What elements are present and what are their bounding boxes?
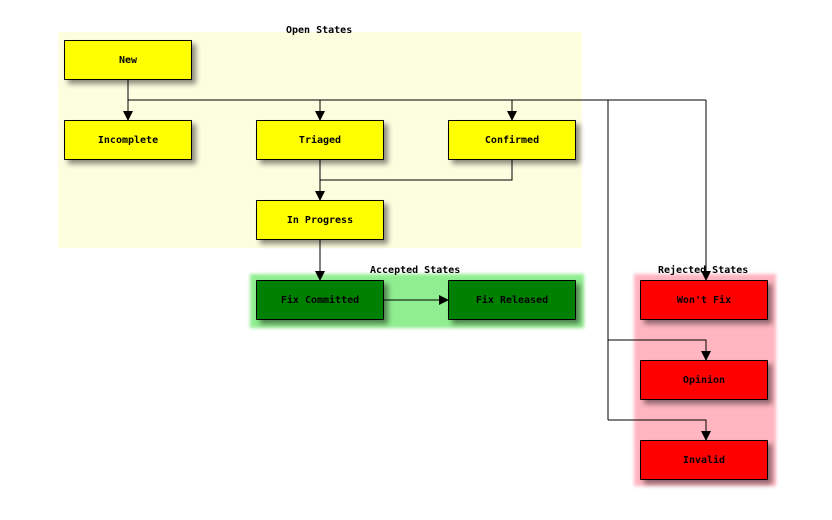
node-invalid: Invalid (640, 440, 768, 480)
open-states-label: Open States (286, 25, 353, 36)
node-triaged: Triaged (256, 120, 384, 160)
rejected-states-label: Rejected States (658, 265, 749, 276)
node-confirmed: Confirmed (448, 120, 576, 160)
edge-new-invalid (608, 419, 711, 441)
node-fix-committed: Fix Committed (256, 280, 384, 320)
node-wont-fix: Won't Fix (640, 280, 768, 320)
node-in-progress: In Progress (256, 200, 384, 240)
edge-new-opinion (608, 339, 711, 361)
node-fix-released: Fix Released (448, 280, 576, 320)
node-incomplete: Incomplete (64, 120, 192, 160)
node-opinion: Opinion (640, 360, 768, 400)
accepted-states-label: Accepted States (370, 265, 461, 276)
node-new: New (64, 40, 192, 80)
edge-confirmed-inprogress (320, 160, 513, 181)
